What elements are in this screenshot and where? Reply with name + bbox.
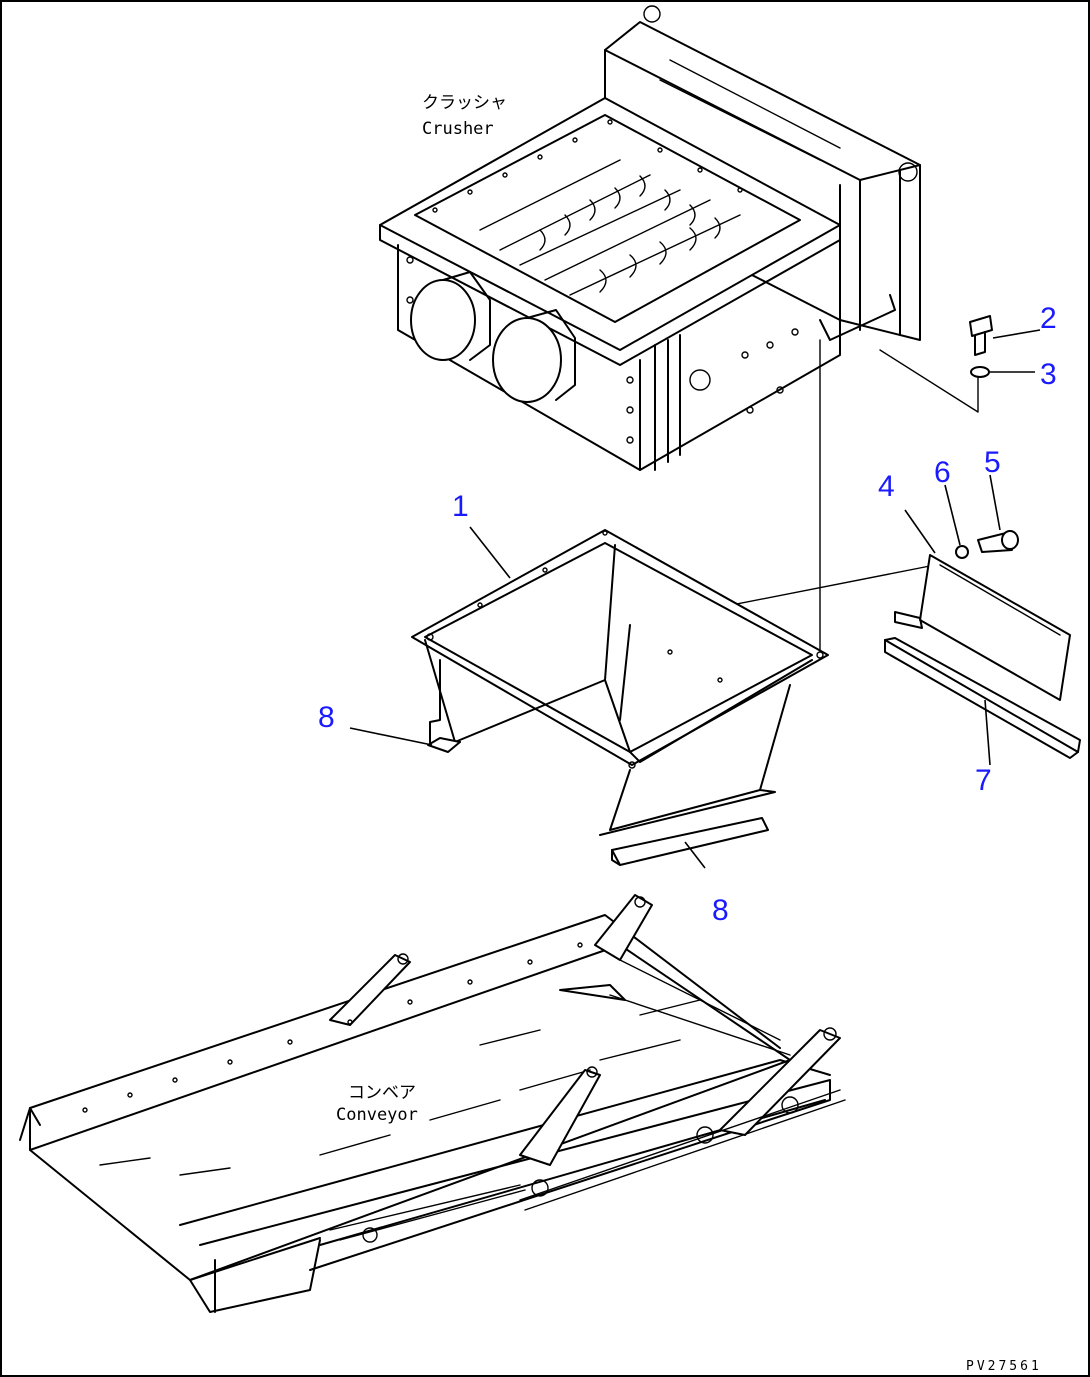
hopper-1 bbox=[411, 529, 829, 836]
callout-6: 6 bbox=[934, 456, 951, 489]
callout-7: 7 bbox=[975, 764, 992, 797]
washer-3 bbox=[970, 366, 990, 378]
pad-8-lower bbox=[611, 817, 769, 866]
crusher-label-en: Crusher bbox=[422, 119, 494, 139]
callout-4: 4 bbox=[878, 470, 895, 503]
callout-5: 5 bbox=[984, 446, 1001, 479]
crusher-assembly bbox=[379, 5, 921, 471]
strip-7 bbox=[884, 637, 1081, 759]
conveyor-label-jp: コンベア bbox=[348, 1083, 416, 1103]
cover-4 bbox=[894, 554, 1071, 701]
crusher-label-jp: クラッシャ bbox=[422, 93, 507, 113]
leader-lines bbox=[349, 329, 1041, 869]
conveyor-label-en: Conveyor bbox=[336, 1105, 418, 1125]
bolt-2 bbox=[969, 315, 993, 356]
bolt-5 bbox=[977, 530, 1019, 553]
callout-2: 2 bbox=[1040, 302, 1057, 335]
drawing-code: PV27561 bbox=[966, 1359, 1042, 1374]
callout-1: 1 bbox=[452, 490, 469, 523]
pad-8-left bbox=[427, 737, 461, 753]
conveyor-assembly bbox=[19, 894, 846, 1313]
washer-6 bbox=[955, 545, 969, 559]
callout-8-lower: 8 bbox=[712, 894, 729, 927]
callout-3: 3 bbox=[1040, 358, 1057, 391]
callout-8-left: 8 bbox=[318, 701, 335, 734]
